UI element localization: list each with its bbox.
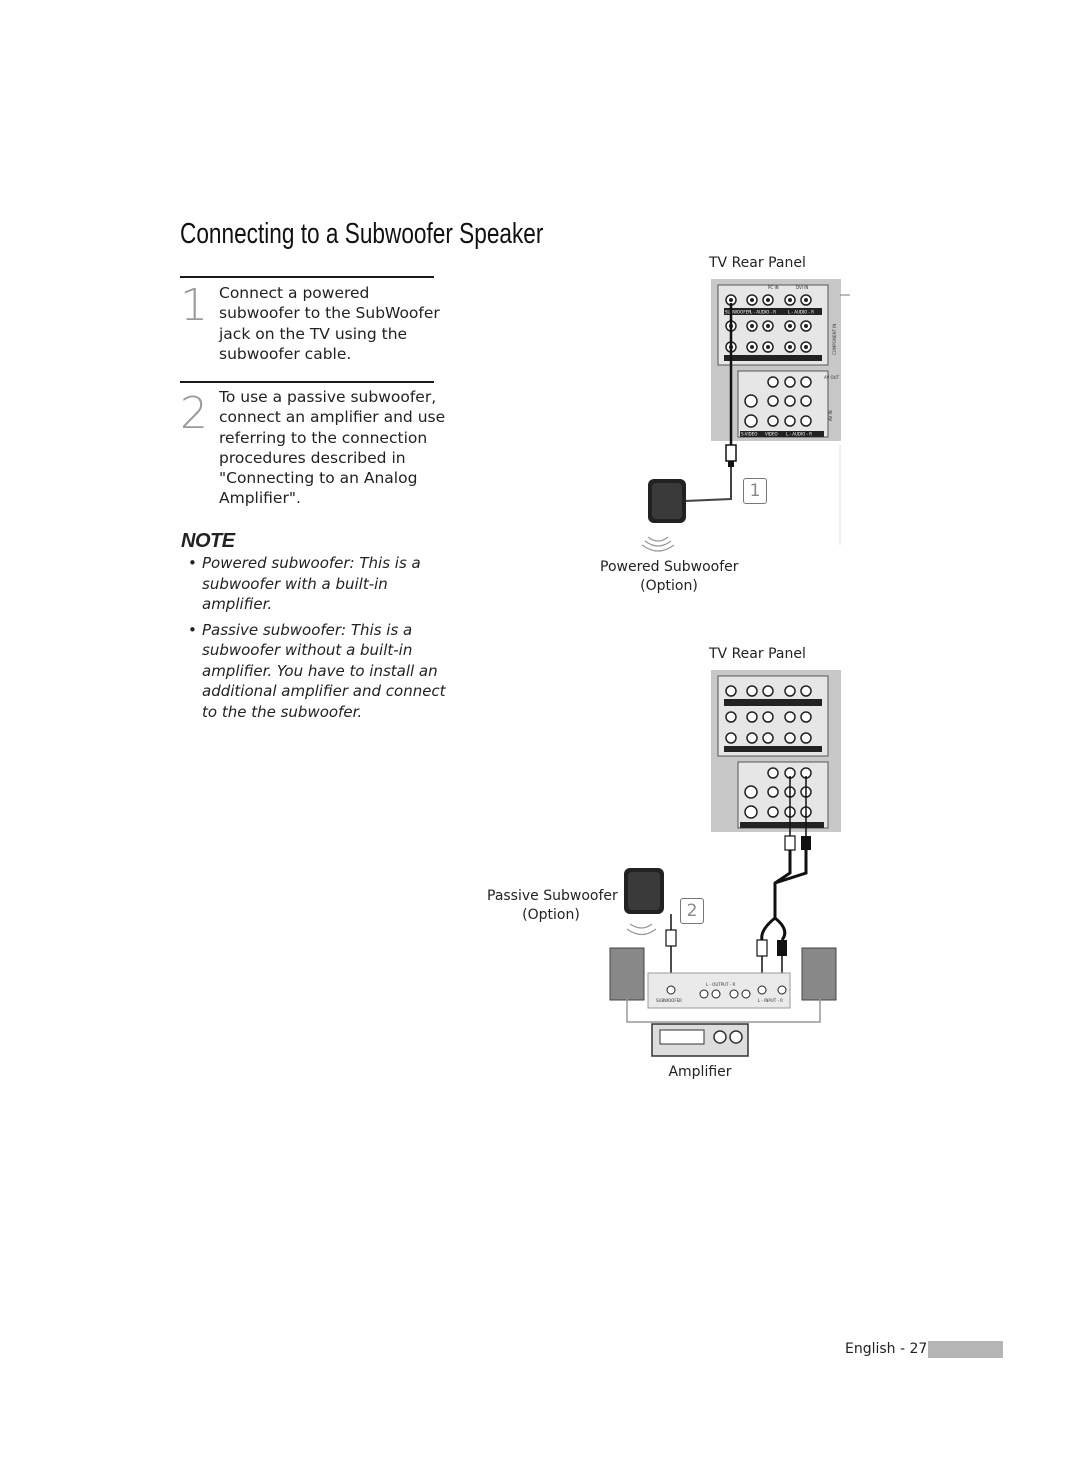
step-2-text: To use a passive subwoofer, connect an a…: [219, 388, 446, 508]
amp-label: L - INPUT - R: [758, 998, 783, 1003]
note-heading: NOTE: [181, 530, 235, 552]
passive-subwoofer-label: Passive Subwoofer: [487, 888, 618, 904]
step-1-text: Connect a powered subwoofer to the SubWo…: [219, 284, 440, 363]
step-2-divider: [180, 381, 434, 383]
diagram-1-illustration: PC IN DVI IN SUBWOOFER L - AUDIO - R L -…: [641, 279, 850, 552]
powered-subwoofer-caption: Powered Subwoofer (Option): [600, 558, 739, 596]
step-1-divider: [180, 276, 434, 278]
tv-rear-panel-2: [711, 670, 841, 832]
panel-label: L - AUDIO - R: [750, 310, 776, 315]
diagram-2-illustration: L - OUTPUT - R L - INPUT - R SUBWOOFER: [609, 670, 841, 1057]
note-item: •Passive subwoofer: This is a subwoofer …: [188, 620, 446, 721]
note-item-text: Passive subwoofer: This is a subwoofer w…: [202, 620, 446, 721]
footer-bar: [928, 1341, 1003, 1358]
amplifier-icon: [651, 1023, 749, 1057]
diagram-2-step-marker: 2: [680, 898, 704, 924]
page-footer: English - 27: [845, 1341, 928, 1357]
powered-subwoofer-option: (Option): [640, 578, 698, 594]
page-title: Connecting to a Subwoofer Speaker: [180, 218, 544, 250]
diagram-2-panel-label: TV Rear Panel: [709, 646, 806, 662]
powered-subwoofer-label: Powered Subwoofer: [600, 559, 739, 575]
step-2-number: 2: [180, 388, 208, 439]
panel-label: DVI IN: [796, 285, 808, 290]
panel-label: SUBWOOFER: [725, 310, 751, 315]
passive-subwoofer-icon: [624, 868, 664, 936]
diagram-1-panel-label: TV Rear Panel: [709, 255, 806, 271]
diagram-1-step-marker: 1: [743, 478, 767, 504]
panel-label: COMPONENT IN: [832, 324, 837, 355]
panel-label: AV OUT: [824, 375, 840, 380]
note-item-text: Powered subwoofer: This is a subwoofer w…: [202, 554, 421, 613]
panel-label: L - AUDIO - R: [786, 432, 812, 437]
step-1-number: 1: [180, 280, 208, 331]
powered-subwoofer-icon: [641, 479, 686, 552]
amp-label: L - OUTPUT - R: [706, 982, 736, 987]
panel-label: L - AUDIO - R: [788, 310, 814, 315]
amp-label: SUBWOOFER: [656, 998, 682, 1003]
panel-label: VIDEO: [765, 432, 778, 437]
passive-subwoofer-caption: Passive Subwoofer (Option): [487, 887, 618, 925]
panel-label: PC IN: [768, 285, 779, 290]
panel-label: S-VIDEO: [741, 432, 757, 437]
passive-subwoofer-option: (Option): [522, 907, 580, 923]
tv-rear-panel-1: PC IN DVI IN SUBWOOFER L - AUDIO - R L -…: [711, 279, 841, 441]
note-item: •Powered subwoofer: This is a subwoofer …: [188, 554, 421, 613]
panel-label: AV IN: [828, 410, 833, 421]
amplifier-caption: Amplifier: [668, 1064, 732, 1080]
note-list: •Powered subwoofer: This is a subwoofer …: [188, 553, 448, 727]
